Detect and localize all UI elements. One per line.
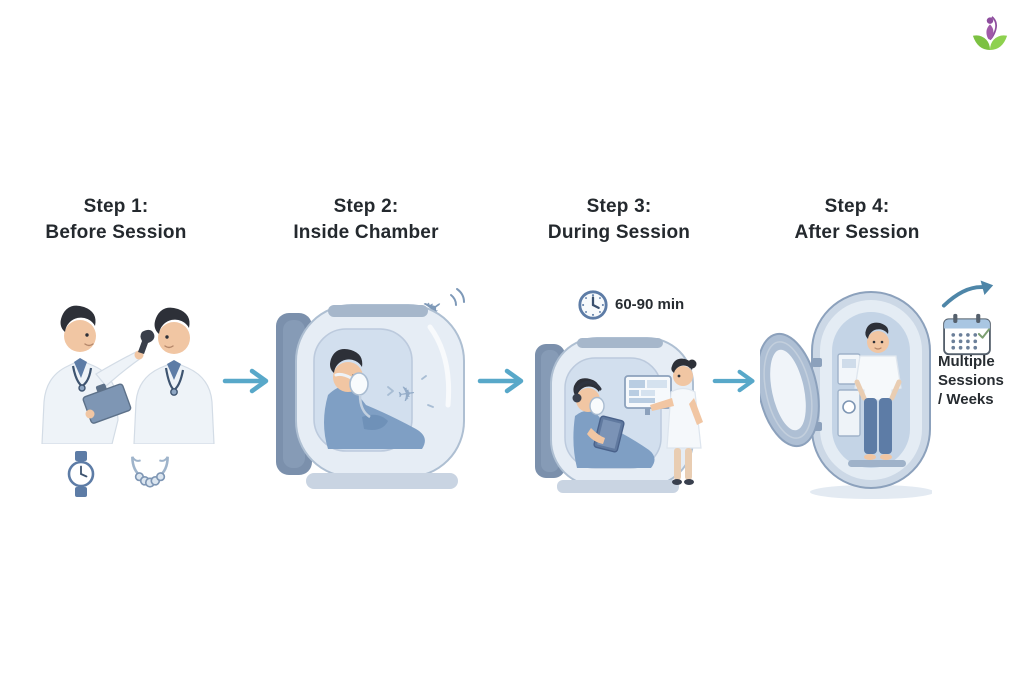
clock-icon [578, 290, 608, 320]
otoscope-device [138, 329, 155, 354]
open-chamber-door [760, 332, 820, 448]
headphones [574, 380, 602, 394]
step-1-title: Step 1: Before Session [16, 194, 216, 246]
step-4-title-line1: Step 4: [824, 196, 890, 217]
flow-arrow-1-icon [222, 368, 269, 394]
repeat-sessions-note-line3: / Weeks [938, 391, 994, 408]
doctor-examining-patient-illustration [41, 305, 215, 444]
standing-person [848, 322, 906, 467]
calendar-icon [943, 313, 991, 356]
patient-in-chamber-illustration: ✈ ✈ [276, 288, 465, 489]
step-3-title-line2: During Session [547, 222, 691, 243]
step-1-title-line2: Before Session [45, 222, 187, 243]
step-3-title-line1: Step 3: [586, 196, 652, 217]
step-2-title: Step 2: Inside Chamber [266, 194, 466, 246]
step-2-title-line1: Step 2: [333, 196, 399, 217]
oxygen-mask [349, 372, 369, 396]
chamber-equipment-panel [837, 353, 861, 437]
flow-arrow-2-icon [477, 368, 524, 394]
cabin-pressure-plane-icon: ✈ [387, 375, 434, 408]
oxygen-mask [589, 396, 605, 416]
necklace-icon [131, 456, 169, 488]
svg-text:✈: ✈ [396, 381, 417, 407]
step-2-title-line2: Inside Chamber [293, 222, 439, 243]
monitor-screen [624, 375, 672, 415]
step-1-title-line1: Step 1: [83, 196, 149, 217]
patient-in-chamber-with-attendant-illustration [535, 337, 703, 493]
attendant-figure [650, 358, 703, 485]
person-exiting-chamber-illustration [760, 291, 932, 499]
step-4-title: Step 4: After Session [757, 194, 957, 246]
repeat-sessions-note-line1: Multiple [938, 353, 995, 370]
growth-arrow-icon [941, 280, 994, 308]
flow-arrow-3-icon [712, 369, 755, 393]
repeat-sessions-note-line2: Sessions [938, 372, 1004, 389]
wellness-hands-logo [972, 16, 1008, 51]
repeat-sessions-note: Multiple Sessions / Weeks [938, 352, 1010, 409]
step-4-title-line2: After Session [794, 222, 920, 243]
session-duration-label: 60-90 min [615, 296, 685, 313]
step-3-title: Step 3: During Session [519, 194, 719, 246]
wristwatch-icon [67, 451, 95, 497]
